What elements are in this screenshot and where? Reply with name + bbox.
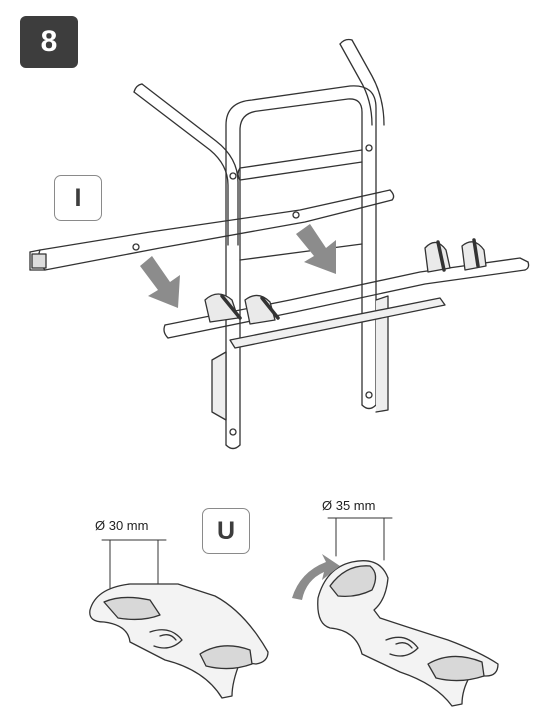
part-label-i: I [54,175,102,221]
wheel-holder-30mm [89,583,269,699]
dimension-35mm: Ø 35 mm [322,498,376,513]
wheel-holder-35mm [317,560,499,707]
step-number-badge: 8 [20,16,78,68]
part-label-u: U [202,508,250,554]
arrow-down-left-icon [140,256,180,308]
right-support-bar [339,38,385,126]
main-frame [211,85,389,450]
rotate-arrow-icon [292,554,340,600]
left-support-bar [133,83,239,246]
arrow-down-right-icon [296,224,336,274]
mounted-rail-drawing [163,238,530,349]
dimension-30mm: Ø 30 mm [95,518,149,533]
dimension-lines [101,517,393,589]
rail-i-drawing [29,189,395,271]
